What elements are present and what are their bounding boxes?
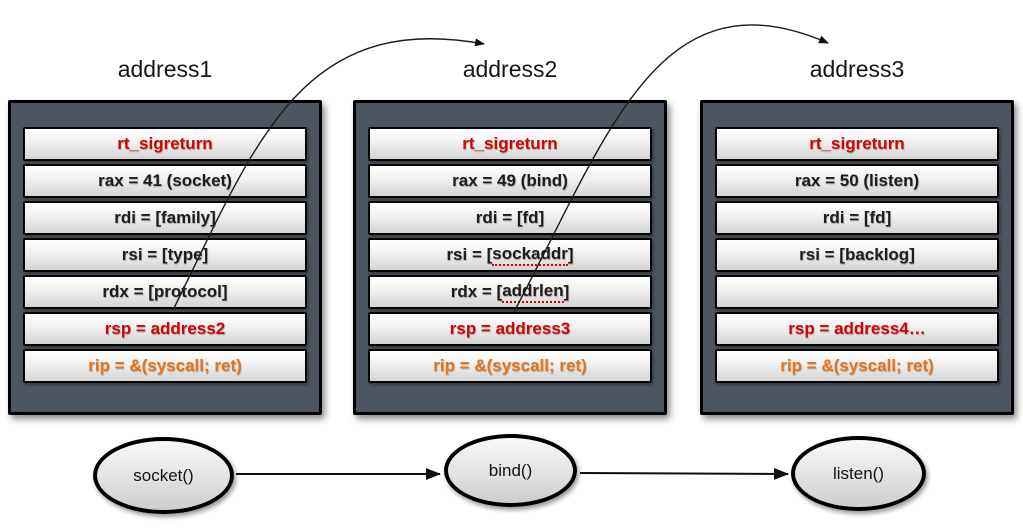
syscall-node-label: socket()	[133, 465, 194, 485]
stack-row: rt_sigreturn	[23, 127, 307, 161]
stack-row: rax = 49 (bind)	[368, 164, 652, 198]
stack-row: rt_sigreturn	[715, 127, 999, 161]
stack-row: rsi = [type]	[23, 238, 307, 272]
stack-row	[715, 275, 999, 309]
stack-row: rsp = address2	[23, 312, 307, 346]
stack-row: rip = &(syscall; ret)	[368, 349, 652, 383]
stack-row: rdx = [addrlen]	[368, 275, 652, 309]
stack-row: rip = &(syscall; ret)	[715, 349, 999, 383]
syscall-node-label: listen()	[832, 463, 884, 483]
frame-address-label: address2	[462, 56, 558, 82]
syscall-node-label: bind()	[488, 460, 533, 480]
stack-row: rsi = [backlog]	[715, 238, 999, 272]
stack-row: rip = &(syscall; ret)	[23, 349, 307, 383]
stack-row: rdi = [fd]	[368, 201, 652, 235]
stack-row: rt_sigreturn	[368, 127, 652, 161]
frame-address-label: address3	[809, 56, 905, 82]
syscall-node: listen()	[791, 436, 926, 511]
stack-row: rdi = [fd]	[715, 201, 999, 235]
frame-address-label: address1	[117, 56, 213, 82]
dotted-underline-word: sockaddr	[492, 244, 568, 266]
arrow-bind-to-listen	[579, 467, 789, 480]
stack-row: rdx = [protocol]	[23, 275, 307, 309]
stack-row: rdi = [family]	[23, 201, 307, 235]
stack-row: rsp = address3	[368, 312, 652, 346]
syscall-node: socket()	[93, 437, 234, 514]
stack-row: rsp = address4…	[715, 312, 999, 346]
syscall-node: bind()	[444, 434, 577, 507]
stack-row: rax = 41 (socket)	[23, 164, 307, 198]
dotted-underline-word: addrlen	[502, 281, 564, 303]
stack-row: rsi = [sockaddr]	[368, 238, 652, 272]
stack-row: rax = 50 (listen)	[715, 164, 999, 198]
